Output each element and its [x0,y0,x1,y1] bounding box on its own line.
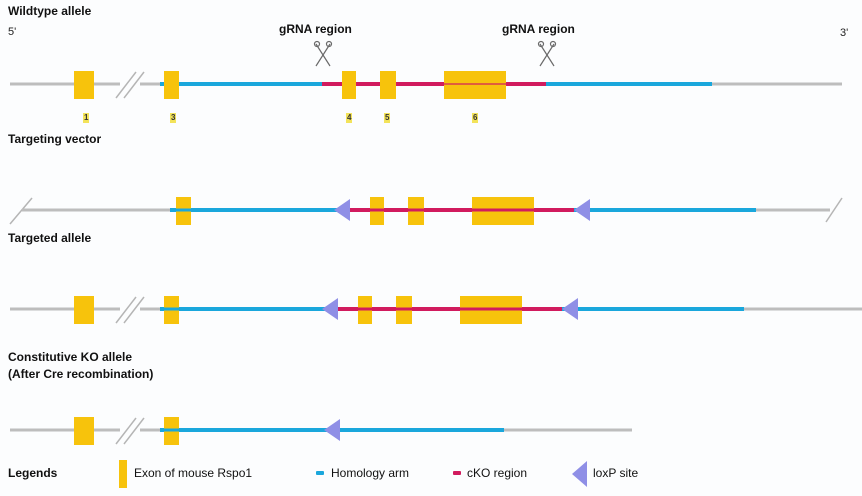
grna-region-label-right: gRNA region [502,22,575,36]
loxp-site-icon [334,199,350,221]
five-prime-label: 5' [8,26,17,38]
cko-region-swatch-icon [453,471,461,475]
ko-allele-title-line1: Constitutive KO allele [8,350,133,364]
vector-end-mark-icon [825,197,843,223]
loxp-site-icon [562,298,578,320]
wildtype-allele-track [10,40,842,99]
legend: Legends Exon of mouse Rspo1 Homology arm… [0,458,862,488]
vector-end-mark-icon [9,197,33,225]
targeting-vector-title: Targeting vector [8,132,102,146]
targeted-allele-track [10,296,862,324]
break-mark-icon [115,417,145,445]
targeting-vector-track [9,197,843,225]
exon-number-4: 4 [346,113,353,123]
loxp-site-icon [322,298,338,320]
legend-item-homology-arm: Homology arm [331,466,410,480]
exon-number-5: 5 [384,113,391,123]
loxp-site-swatch-icon [572,461,587,487]
legend-item-cko-region: cKO region [467,466,528,480]
ko-allele-title-line2: (After Cre recombination) [8,367,154,381]
exon-1 [74,417,94,445]
exon-number-6: 6 [472,113,479,123]
homology-arm-swatch-icon [316,471,324,475]
three-prime-label: 3' [840,27,849,39]
wildtype-allele-title: Wildtype allele [8,4,92,18]
exon-4 [342,71,356,99]
legend-item-exon: Exon of mouse Rspo1 [134,466,253,480]
exon-number-1: 1 [83,113,90,123]
break-mark-icon [115,296,145,324]
loxp-site-icon [574,199,590,221]
targeted-allele-title: Targeted allele [8,231,92,245]
break-mark-icon [115,71,145,99]
grna-region-label-left: gRNA region [279,22,352,36]
exon-1 [74,71,94,99]
exon-3 [164,71,179,99]
exon-swatch-icon [119,460,127,488]
ko-allele-track [10,417,632,445]
exon-1 [74,296,94,324]
loxp-site-icon [324,419,340,441]
exon-number-3: 3 [170,113,177,123]
exon-5 [380,71,396,99]
legend-item-loxp-site: loxP site [593,466,639,480]
scissors-icon [313,40,333,67]
legend-title: Legends [8,466,58,480]
scissors-icon [537,40,557,67]
